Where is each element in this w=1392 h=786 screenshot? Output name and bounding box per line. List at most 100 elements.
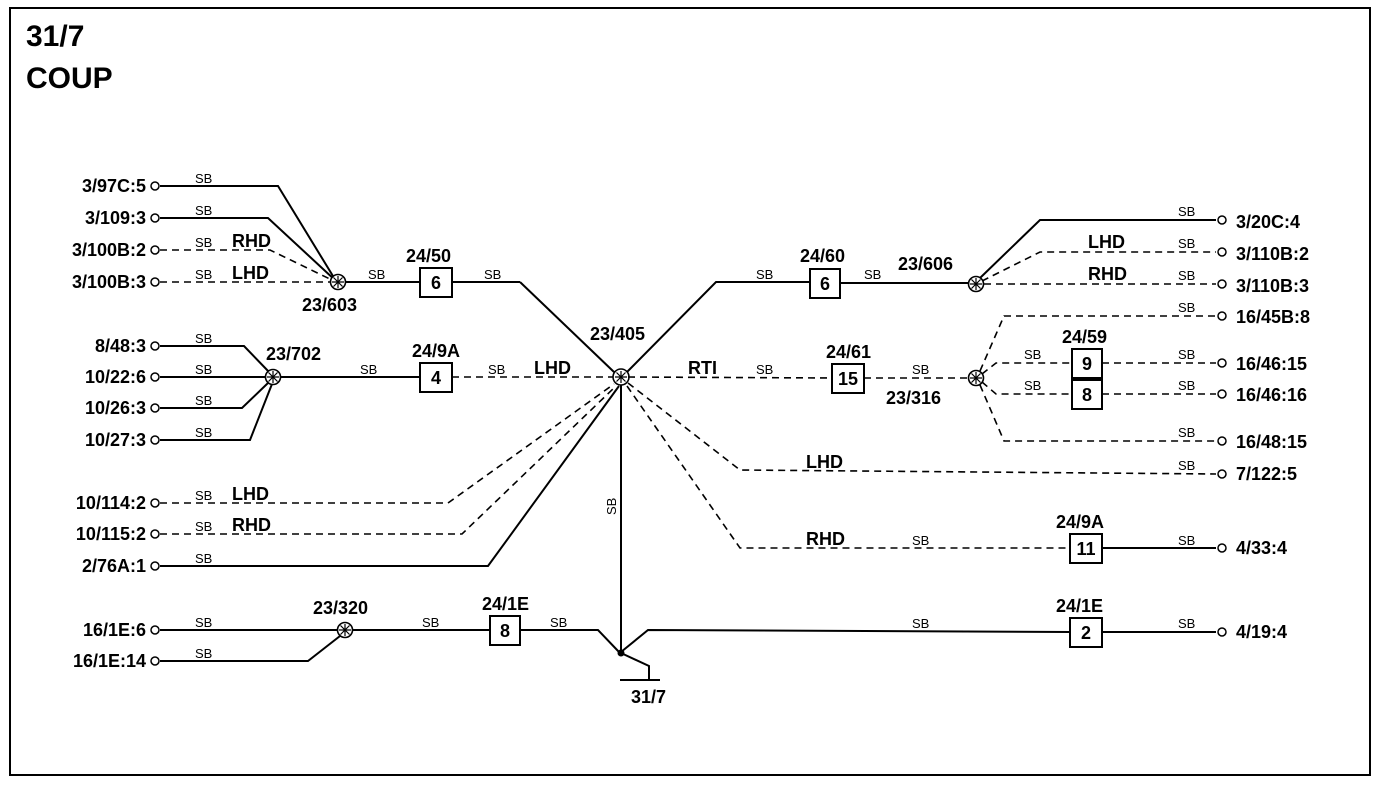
- terminal-circle: [150, 529, 160, 539]
- terminal-label: 16/48:15: [1236, 432, 1307, 452]
- splice-label: 23/702: [266, 344, 321, 364]
- terminal-label: 10/27:3: [85, 430, 146, 450]
- terminal-circle: [150, 625, 160, 635]
- group-right-bottom: 4/19:4 SB SB 2 24/1E: [620, 596, 1287, 653]
- variant-label: LHD: [1088, 232, 1125, 252]
- splice-label: 23/405: [590, 324, 645, 344]
- wire-color-label: SB: [756, 362, 773, 377]
- wire-color-label: SB: [360, 362, 377, 377]
- variant-label: RHD: [232, 231, 271, 251]
- wire: [520, 629, 620, 653]
- connector-label: 24/59: [1062, 327, 1107, 347]
- terminal-label: 3/97C:5: [82, 176, 146, 196]
- terminal-label: 3/100B:2: [72, 240, 146, 260]
- group-23-606: 3/20C:4 3/110B:2 3/110B:3 SB SB SB LHD R…: [756, 204, 1309, 299]
- wire-color-label: SB: [1024, 378, 1041, 393]
- wire-dashed: [626, 385, 1070, 549]
- wire-dashed: [981, 251, 1216, 282]
- terminal-label: 4/33:4: [1236, 538, 1287, 558]
- wire-dashed: [979, 384, 1216, 442]
- terminal-circle: [1217, 358, 1227, 368]
- terminal-circle: [150, 341, 160, 351]
- wire-color-label: SB: [195, 331, 212, 346]
- terminal-circle: [150, 213, 160, 223]
- connector-box: [489, 615, 521, 646]
- connector-label: 24/9A: [1056, 512, 1104, 532]
- splice-label: 23/316: [886, 388, 941, 408]
- splice-label: 23/606: [898, 254, 953, 274]
- wire-color-label: SB: [864, 267, 881, 282]
- variant-label: RHD: [806, 529, 845, 549]
- wire-color-label: SB: [1178, 268, 1195, 283]
- wire-color-label: SB: [550, 615, 567, 630]
- wire-color-label: SB: [484, 267, 501, 282]
- connector-box: [419, 267, 453, 298]
- terminal-label: 2/76A:1: [82, 556, 146, 576]
- wire: [160, 385, 620, 567]
- wire-dashed: [627, 382, 1217, 475]
- wire: [979, 219, 1216, 279]
- wire-color-label: SB: [195, 519, 212, 534]
- terminal-label: 16/1E:14: [73, 651, 146, 671]
- wire-dashed: [981, 362, 1072, 375]
- terminal-circle: [1217, 215, 1227, 225]
- wire-color-label: SB: [195, 235, 212, 250]
- terminal-circle: [150, 372, 160, 382]
- wire-color-label: SB: [195, 393, 212, 408]
- connector-pin: 6: [820, 274, 830, 294]
- terminal-circle: [1217, 543, 1227, 553]
- terminal-circle: [1217, 436, 1227, 446]
- terminal-label: 10/115:2: [76, 524, 146, 544]
- terminal-label: 3/20C:4: [1236, 212, 1300, 232]
- terminal-label: 10/26:3: [85, 398, 146, 418]
- terminal-label: 16/46:16: [1236, 385, 1307, 405]
- wire-color-label: SB: [195, 551, 212, 566]
- terminal-label: 16/1E:6: [83, 620, 146, 640]
- wire-dashed: [979, 315, 1216, 372]
- connector-label: 24/9A: [412, 341, 460, 361]
- connector-box: [1071, 379, 1103, 410]
- terminal-label: 16/45B:8: [1236, 307, 1310, 327]
- connector-label: 24/61: [826, 342, 871, 362]
- wire: [620, 628, 1071, 653]
- terminal-circle: [150, 498, 160, 508]
- terminal-label: 3/100B:3: [72, 272, 146, 292]
- wire-color-label: SB: [195, 267, 212, 282]
- connector-label: 24/1E: [482, 594, 529, 614]
- variant-label: LHD: [534, 358, 571, 378]
- wire: [160, 185, 337, 282]
- connector-label: 24/1E: [1056, 596, 1103, 616]
- wire-color-label: SB: [1178, 458, 1195, 473]
- wire-color-label: SB: [1178, 378, 1195, 393]
- wire-color-label: SB: [1178, 347, 1195, 362]
- terminal-label: 16/46:15: [1236, 354, 1307, 374]
- wire-color-label: SB: [1024, 347, 1041, 362]
- wire-color-label: SB: [195, 203, 212, 218]
- terminal-label: 8/48:3: [95, 336, 146, 356]
- wire-color-label: SB: [912, 533, 929, 548]
- terminal-label: 10/114:2: [76, 493, 146, 513]
- wire-color-label: SB: [1178, 616, 1195, 631]
- connector-box: [809, 268, 841, 299]
- wire: [519, 281, 615, 373]
- wire: [620, 652, 650, 680]
- variant-label: LHD: [232, 484, 269, 504]
- connector-box: [1069, 617, 1103, 648]
- page-subtitle: COUP: [26, 62, 113, 95]
- terminal-label: 3/109:3: [85, 208, 146, 228]
- terminal-circle: [150, 435, 160, 445]
- connector-pin: 4: [431, 368, 441, 388]
- wire-dashed: [160, 385, 617, 535]
- wire-color-label: SB: [422, 615, 439, 630]
- wire: [160, 383, 273, 441]
- terminal-label: 10/22:6: [85, 367, 146, 387]
- ground-31-7: 31/7: [617, 649, 666, 707]
- wire-color-label: SB: [195, 615, 212, 630]
- wire: [160, 382, 269, 409]
- terminal-circle: [150, 656, 160, 666]
- splice-icon: [612, 368, 630, 386]
- variant-label: RHD: [1088, 264, 1127, 284]
- terminal-circle: [150, 561, 160, 571]
- variant-label: LHD: [806, 452, 843, 472]
- wire-color-label: SB: [604, 498, 619, 515]
